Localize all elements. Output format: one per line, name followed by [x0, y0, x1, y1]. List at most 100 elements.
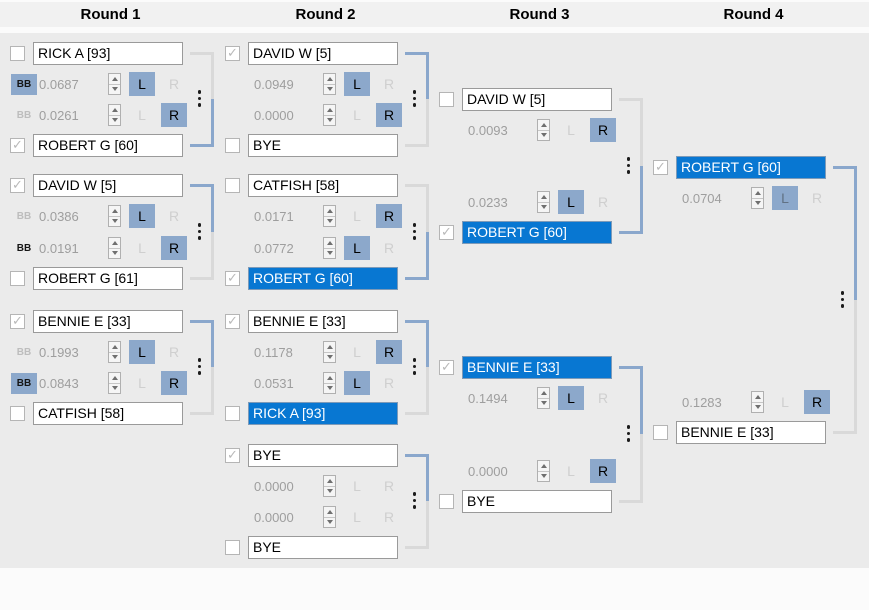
winner-checkbox[interactable] [10, 271, 25, 286]
kebab-handle-icon[interactable] [412, 223, 417, 240]
right-button[interactable]: R [811, 190, 823, 206]
spinner-up-icon[interactable] [109, 74, 120, 84]
weight-stepper[interactable] [537, 119, 550, 141]
spinner-up-icon[interactable] [109, 342, 120, 352]
bb-toggle[interactable]: BB [16, 243, 32, 254]
spinner-down-icon[interactable] [324, 351, 335, 363]
right-button[interactable]: R [168, 76, 180, 92]
right-button[interactable]: R [168, 208, 180, 224]
weight-value-input[interactable]: 0.0171 [254, 209, 294, 224]
weight-stepper[interactable] [108, 341, 121, 363]
spinner-down-icon[interactable] [109, 382, 120, 394]
spinner-up-icon[interactable] [752, 188, 763, 198]
player-name-field[interactable]: BENNIE E [33] [462, 356, 612, 379]
spinner-up-icon[interactable] [324, 105, 335, 115]
weight-value-input[interactable]: 0.0000 [254, 479, 294, 494]
spinner-down-icon[interactable] [752, 401, 763, 413]
player-name-field[interactable]: BYE [462, 490, 612, 513]
weight-value-input[interactable]: 0.0093 [468, 123, 508, 138]
left-button[interactable]: L [129, 72, 155, 96]
kebab-handle-icon[interactable] [412, 492, 417, 509]
kebab-handle-icon[interactable] [197, 90, 202, 107]
winner-checkbox[interactable] [653, 425, 668, 440]
weight-stepper[interactable] [108, 104, 121, 126]
kebab-handle-icon[interactable] [412, 90, 417, 107]
spinner-up-icon[interactable] [538, 192, 549, 202]
weight-value-input[interactable]: 0.0000 [254, 108, 294, 123]
player-name-field[interactable]: RICK A [93] [33, 42, 183, 65]
spinner-up-icon[interactable] [109, 206, 120, 216]
player-name-field[interactable]: ROBERT G [60] [676, 156, 826, 179]
player-name-field[interactable]: BENNIE E [33] [33, 310, 183, 333]
left-button[interactable]: L [138, 375, 146, 391]
left-button[interactable]: L [344, 72, 370, 96]
player-name-field[interactable]: ROBERT G [61] [33, 267, 183, 290]
winner-checkbox[interactable] [10, 137, 25, 153]
kebab-handle-icon[interactable] [840, 291, 845, 308]
player-name-field[interactable]: DAVID W [5] [248, 42, 398, 65]
player-name-field[interactable]: RICK A [93] [248, 402, 398, 425]
bb-toggle[interactable]: BB [16, 347, 32, 358]
weight-stepper[interactable] [323, 475, 336, 497]
spinner-down-icon[interactable] [538, 470, 549, 482]
weight-value-input[interactable]: 0.1993 [39, 345, 79, 360]
spinner-down-icon[interactable] [324, 83, 335, 95]
left-button[interactable]: L [344, 371, 370, 395]
player-name-field[interactable]: ROBERT G [60] [248, 267, 398, 290]
right-button[interactable]: R [161, 103, 187, 127]
spinner-up-icon[interactable] [109, 373, 120, 383]
winner-checkbox[interactable] [10, 46, 25, 61]
weight-stepper[interactable] [108, 205, 121, 227]
weight-value-input[interactable]: 0.0949 [254, 77, 294, 92]
spinner-up-icon[interactable] [538, 388, 549, 398]
player-name-field[interactable]: ROBERT G [60] [33, 134, 183, 157]
spinner-up-icon[interactable] [538, 461, 549, 471]
bb-toggle[interactable]: BB [11, 373, 37, 394]
weight-value-input[interactable]: 0.0261 [39, 108, 79, 123]
spinner-up-icon[interactable] [324, 238, 335, 248]
weight-stepper[interactable] [751, 391, 764, 413]
weight-value-input[interactable]: 0.0386 [39, 209, 79, 224]
spinner-down-icon[interactable] [538, 201, 549, 213]
left-button[interactable]: L [138, 240, 146, 256]
spinner-down-icon[interactable] [109, 215, 120, 227]
right-button[interactable]: R [376, 103, 402, 127]
player-name-field[interactable]: CATFISH [58] [248, 174, 398, 197]
right-button[interactable]: R [161, 371, 187, 395]
spinner-up-icon[interactable] [109, 238, 120, 248]
right-button[interactable]: R [376, 340, 402, 364]
player-name-field[interactable]: DAVID W [5] [33, 174, 183, 197]
spinner-down-icon[interactable] [324, 114, 335, 126]
winner-checkbox[interactable] [225, 447, 240, 463]
spinner-down-icon[interactable] [109, 83, 120, 95]
spinner-down-icon[interactable] [109, 114, 120, 126]
spinner-up-icon[interactable] [538, 120, 549, 130]
kebab-handle-icon[interactable] [197, 223, 202, 240]
right-button[interactable]: R [383, 240, 395, 256]
weight-stepper[interactable] [323, 205, 336, 227]
left-button[interactable]: L [772, 186, 798, 210]
left-button[interactable]: L [138, 107, 146, 123]
winner-checkbox[interactable] [10, 313, 25, 329]
player-name-field[interactable]: DAVID W [5] [462, 88, 612, 111]
spinner-down-icon[interactable] [538, 129, 549, 141]
player-name-field[interactable]: BENNIE E [33] [248, 310, 398, 333]
spinner-up-icon[interactable] [324, 342, 335, 352]
weight-stepper[interactable] [537, 387, 550, 409]
left-button[interactable]: L [353, 478, 361, 494]
winner-checkbox[interactable] [225, 313, 240, 329]
right-button[interactable]: R [597, 194, 609, 210]
weight-stepper[interactable] [323, 73, 336, 95]
spinner-up-icon[interactable] [324, 476, 335, 486]
left-button[interactable]: L [129, 204, 155, 228]
player-name-field[interactable]: ROBERT G [60] [462, 221, 612, 244]
spinner-down-icon[interactable] [324, 215, 335, 227]
right-button[interactable]: R [590, 118, 616, 142]
weight-stepper[interactable] [323, 104, 336, 126]
left-button[interactable]: L [353, 208, 361, 224]
spinner-down-icon[interactable] [109, 247, 120, 259]
bb-toggle[interactable]: BB [16, 110, 32, 121]
weight-value-input[interactable]: 0.1178 [254, 345, 293, 360]
weight-value-input[interactable]: 0.1283 [682, 395, 722, 410]
spinner-up-icon[interactable] [324, 206, 335, 216]
